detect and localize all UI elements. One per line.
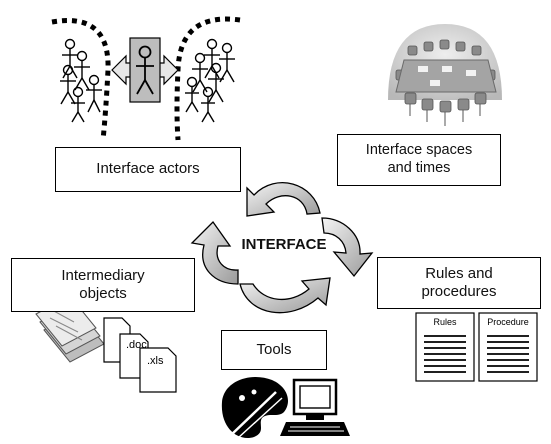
procedure-document-icon (478, 312, 538, 382)
actors-illustration (51, 16, 241, 141)
doc-file-label: .doc (126, 339, 147, 351)
intermediary-objects-label: Intermediary objects (61, 266, 145, 302)
procedure-document-label: Procedure (487, 317, 529, 327)
computer-icon (280, 378, 350, 436)
tools-box: Tools (221, 330, 327, 370)
rules-procedures-label: Rules and procedures (421, 264, 497, 300)
tools-illustration (221, 376, 350, 439)
right-actor-group-icon (185, 38, 235, 123)
rules-procedures-box: Rules and procedures (377, 257, 541, 309)
rules-document-icon (415, 312, 475, 382)
cycle-arrow-left-icon (190, 220, 239, 285)
interface-spaces-box: Interface spaces and times (337, 134, 501, 186)
chair-legs (409, 104, 481, 126)
left-actor-group-icon (60, 38, 102, 123)
palette-brushes-icon (221, 376, 288, 439)
cycle-arrow-top-icon (246, 182, 321, 217)
document-text-lines (424, 335, 529, 373)
interface-center-label: INTERFACE (241, 236, 327, 253)
interface-spaces-label: Interface spaces and times (365, 142, 473, 176)
cycle-arrows (190, 182, 374, 314)
interface-actors-box: Interface actors (55, 147, 241, 192)
cycle-arrow-bottom-icon (239, 277, 331, 314)
intermediary-objects-illustration: .doc .xls (35, 295, 177, 393)
table-papers (418, 66, 476, 86)
intermediary-objects-box: Intermediary objects (11, 258, 195, 312)
tools-label: Tools (256, 340, 292, 358)
meeting-room-illustration (388, 24, 502, 126)
xls-file-label: .xls (147, 355, 164, 367)
central-actor-icon (111, 37, 179, 103)
document-files-icon (103, 317, 177, 393)
cycle-arrow-right-icon (321, 217, 374, 278)
interface-actors-label: Interface actors (96, 160, 200, 178)
conference-table-icon (395, 59, 497, 93)
rules-documents-illustration: Rules Procedure (415, 312, 538, 382)
rules-document-label: Rules (433, 317, 457, 327)
